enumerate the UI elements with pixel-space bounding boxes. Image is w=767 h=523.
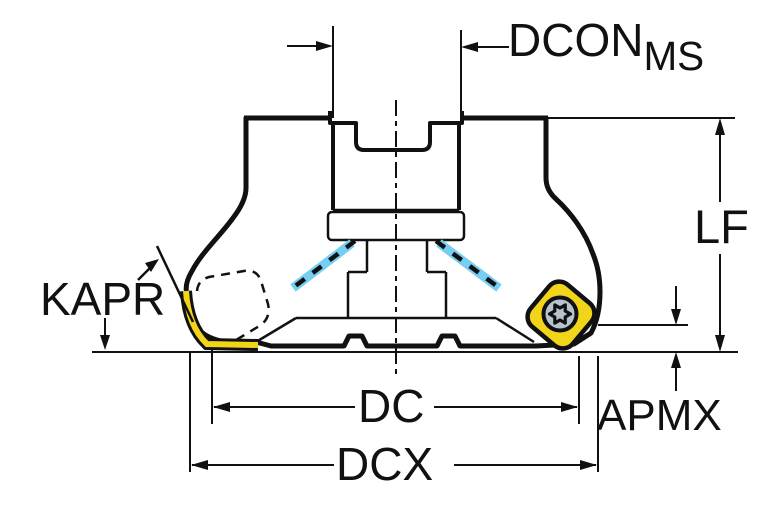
coolant-channel-right [434, 239, 504, 292]
label-apmx: APMX [597, 391, 722, 440]
cutter-body [183, 100, 603, 376]
label-dcx: DCX [336, 438, 434, 490]
right-pocket-edge [495, 316, 535, 344]
left-insert-outline [180, 290, 259, 351]
label-dcon-subscript: MS [643, 33, 705, 79]
label-kapr: KAPR [40, 273, 166, 325]
label-dcon-main: DCON [508, 14, 644, 66]
label-dc: DC [358, 380, 425, 432]
left-insert [180, 269, 270, 351]
left-insert-edge [183, 290, 259, 348]
arbor-slot-outline [328, 111, 464, 152]
dimension-kapr [100, 245, 195, 350]
left-pocket-edge [255, 316, 297, 344]
dimension-dcx [189, 352, 599, 472]
right-insert [525, 279, 597, 351]
left-insert-hidden-outline [195, 269, 270, 342]
hub-box-lines [346, 272, 448, 318]
label-dconms: DCONMS [508, 14, 704, 76]
dimension-dconms [287, 26, 509, 118]
dimension-apmx [598, 286, 688, 391]
dimension-dc [211, 349, 580, 424]
label-lf: LF [694, 200, 749, 253]
bore-walls [331, 125, 461, 210]
dimension-lf [548, 117, 735, 352]
neck-lines [365, 240, 429, 272]
coolant-channel-left [288, 239, 357, 292]
screw-head [541, 295, 579, 333]
torx-socket-icon [547, 303, 573, 325]
